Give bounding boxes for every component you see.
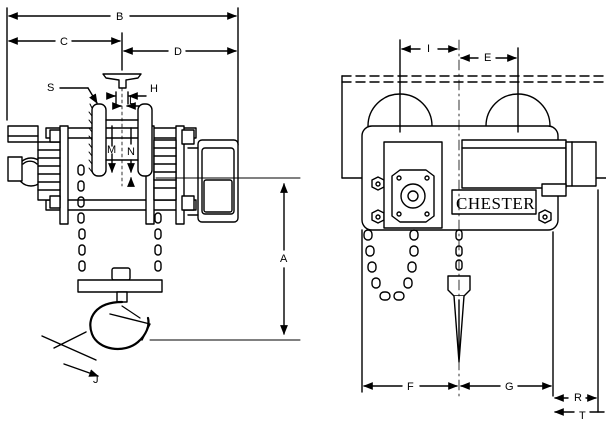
dimension-t: T (554, 408, 605, 421)
label-a: A (280, 253, 288, 265)
dimension-m: M (107, 125, 116, 173)
label-t: T (579, 410, 586, 421)
brand-nameplate: CHESTER (456, 194, 535, 213)
dimension-f: F (361, 229, 458, 393)
dimension-e: E (460, 47, 519, 133)
front-view: CHESTER (341, 39, 606, 421)
dimension-n: N (127, 127, 135, 173)
label-j: J (93, 374, 99, 386)
dimension-h: H (106, 83, 158, 105)
load-chain (77, 164, 162, 272)
side-view: B C D S H (6, 7, 301, 386)
label-d: D (174, 46, 182, 58)
gear-box (383, 141, 443, 229)
label-n: N (127, 146, 135, 158)
hand-chain (363, 229, 419, 301)
nameplate: CHESTER (451, 189, 537, 215)
label-s: S (47, 82, 54, 94)
dimension-i: I (399, 39, 458, 133)
label-l: L (129, 95, 135, 107)
label-e: E (484, 52, 491, 64)
label-m: M (107, 144, 116, 156)
label-h: H (150, 83, 158, 95)
trolley-frame (37, 125, 197, 225)
label-f: F (407, 381, 414, 393)
dimension-c: C (8, 32, 123, 71)
label-r: R (574, 392, 582, 404)
label-i: I (427, 43, 430, 55)
front-motor (461, 139, 597, 197)
dimension-d: D (123, 46, 237, 58)
label-s-callout: S (47, 82, 98, 104)
dimension-l: L (112, 95, 141, 110)
dimension-j: J (41, 331, 99, 386)
dimension-b: B (6, 7, 239, 146)
dimension-r: R (554, 189, 599, 413)
trolley-wheels (88, 87, 153, 187)
dimension-g: G (460, 231, 554, 397)
beam-section (102, 73, 142, 89)
label-b: B (116, 11, 123, 23)
motor-housing (187, 139, 239, 223)
label-c: C (60, 36, 68, 48)
hook-block (77, 267, 163, 351)
label-g: G (505, 381, 514, 393)
dimension-a: A (127, 177, 301, 341)
